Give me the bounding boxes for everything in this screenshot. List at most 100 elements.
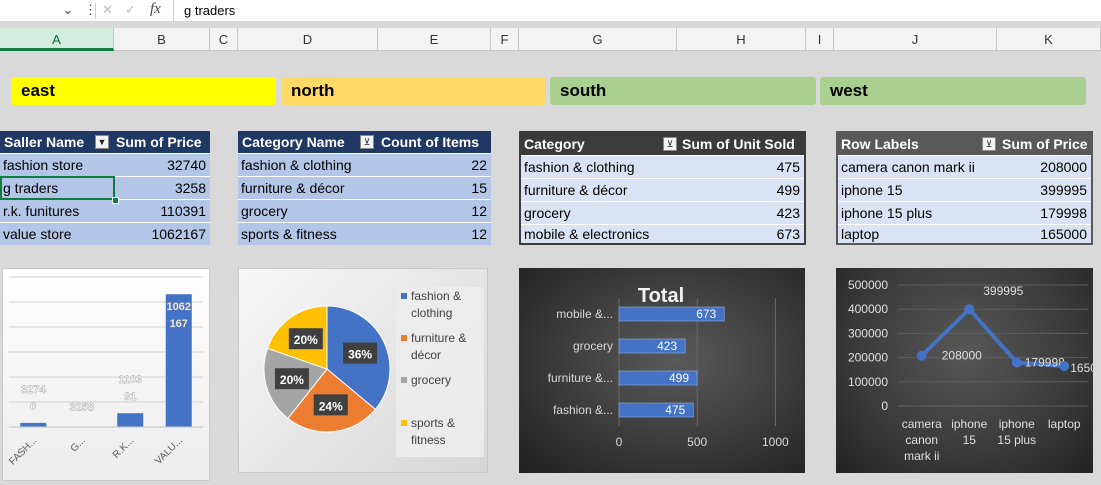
data-label: 673 — [696, 307, 716, 321]
region-north[interactable]: north — [281, 77, 546, 105]
row-value: 673 — [776, 226, 800, 242]
column-header-d[interactable]: D — [238, 28, 378, 51]
data-point — [916, 350, 927, 361]
row-label: value store — [3, 226, 72, 242]
formula-input[interactable]: g traders — [184, 3, 236, 18]
row-label: sports & fitness — [241, 226, 337, 242]
category-label: 15 plus — [997, 433, 1036, 447]
tick-label: 0 — [881, 399, 888, 413]
column-header-c[interactable]: C — [210, 28, 238, 51]
category-label: G... — [69, 435, 88, 454]
category-label: camera — [902, 417, 942, 431]
column-header-i[interactable]: I — [806, 28, 834, 51]
filter-applied-icon[interactable]: ⊻ — [663, 137, 677, 151]
table-row[interactable]: g traders 3258 — [0, 176, 210, 199]
column-header-f[interactable]: F — [491, 28, 519, 51]
header-sum-of-price: Sum of Price — [116, 134, 202, 150]
more-options-icon[interactable]: ⋮ — [84, 2, 97, 17]
data-label: 208000 — [942, 349, 982, 363]
row-label: laptop — [841, 226, 880, 242]
column-header-a[interactable]: A — [0, 28, 114, 51]
legend-swatch — [401, 335, 407, 341]
cancel-icon[interactable]: ✕ — [102, 2, 113, 17]
row-label: iphone 15 — [841, 182, 903, 198]
data-point — [1059, 361, 1070, 372]
data-label: 91 — [124, 391, 136, 403]
filter-applied-icon[interactable]: ⊻ — [982, 137, 996, 151]
legend-swatch — [401, 377, 407, 383]
region-west[interactable]: west — [820, 77, 1086, 105]
legend-label: fashion & — [411, 289, 461, 303]
legend-label: fitness — [411, 433, 446, 447]
tick-label: 1000 — [762, 435, 789, 449]
legend-swatch — [401, 420, 407, 426]
region-east[interactable]: east — [11, 77, 276, 105]
formula-bar: ⌄ ⋮ ✕ ✓ fx g traders — [0, 0, 1101, 22]
column-header-b[interactable]: B — [114, 28, 210, 51]
data-label: 24% — [319, 399, 343, 413]
row-label: g traders — [3, 180, 59, 196]
enter-icon[interactable]: ✓ — [125, 2, 136, 17]
column-header-e[interactable]: E — [378, 28, 491, 51]
table-row[interactable]: laptop 165000 — [838, 224, 1091, 243]
header-row-labels: Row Labels — [841, 136, 919, 152]
data-label: 399995 — [983, 284, 1023, 298]
series-line — [920, 307, 1065, 369]
bar — [618, 306, 725, 322]
row-value: 3258 — [174, 180, 206, 196]
row-label: fashion & clothing — [241, 157, 352, 173]
category-label: FASH... — [7, 435, 39, 467]
pivot-table-east: Saller Name ▼ Sum of Price fashion store… — [0, 131, 210, 245]
column-header-g[interactable]: G — [519, 28, 677, 51]
column-header-h[interactable]: H — [677, 28, 806, 51]
category-label: iphone — [951, 417, 987, 431]
insert-function-icon[interactable]: fx — [150, 1, 161, 17]
column-header-k[interactable]: K — [997, 28, 1101, 51]
fill-handle[interactable] — [112, 197, 119, 204]
pivot-header: Saller Name ▼ Sum of Price — [0, 131, 210, 153]
row-value: 165000 — [1040, 226, 1087, 242]
row-value: 499 — [776, 182, 800, 198]
category-label: R.K... — [111, 435, 136, 460]
tick-label: 100000 — [848, 375, 888, 389]
row-value: 32740 — [167, 157, 206, 173]
legend-label: grocery — [411, 373, 451, 387]
row-label: fashion & clothing — [524, 159, 635, 175]
category-label: canon — [905, 433, 938, 447]
category-label: mobile &... — [556, 307, 613, 321]
name-box-dropdown-icon[interactable]: ⌄ — [62, 1, 74, 17]
tick-label: 200000 — [848, 351, 888, 365]
column-header-j[interactable]: J — [834, 28, 997, 51]
filter-dropdown-icon[interactable]: ▼ — [95, 135, 109, 149]
legend-label: clothing — [411, 306, 452, 320]
chart-west-plot: 5000004000003000002000001000000208000cam… — [848, 278, 1101, 463]
tick-label: 500000 — [848, 278, 888, 292]
active-cell[interactable] — [0, 176, 115, 200]
data-label: 167 — [170, 318, 188, 330]
region-south[interactable]: south — [550, 77, 816, 105]
header-category-name: Category Name — [242, 134, 345, 150]
column-headers: A B C D E F G H I J K — [0, 28, 1101, 51]
bar — [165, 294, 192, 427]
row-value: 423 — [776, 205, 800, 221]
filter-applied-icon[interactable]: ⊻ — [360, 135, 374, 149]
